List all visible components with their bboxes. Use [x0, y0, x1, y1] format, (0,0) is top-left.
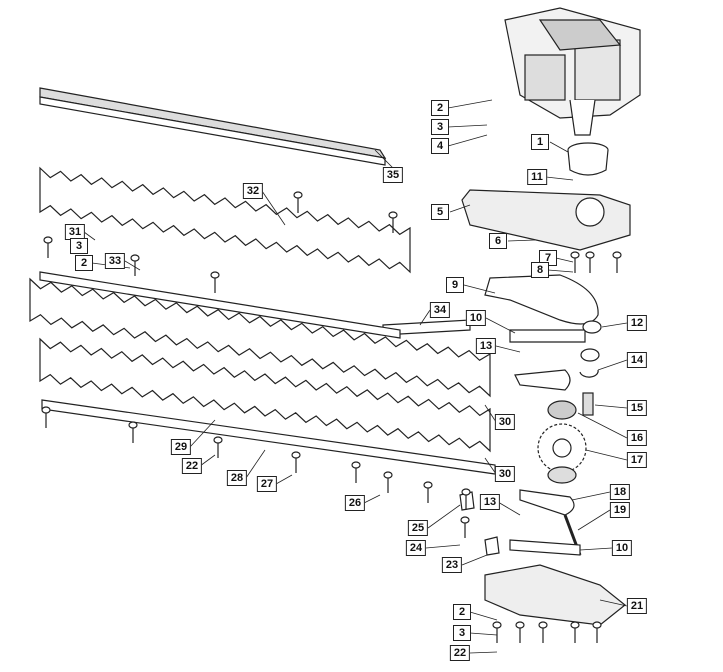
bolt-head — [515, 621, 525, 629]
pinion-part — [582, 392, 594, 416]
bushing-part — [582, 320, 602, 334]
callout-2: 2 — [453, 604, 471, 620]
callout-34: 34 — [429, 302, 451, 318]
bolt-head — [492, 621, 502, 629]
bolt-head — [291, 451, 301, 459]
gear-housing-top — [461, 189, 631, 251]
guide-plate-top — [509, 329, 586, 343]
callout-30: 30 — [494, 414, 516, 430]
callout-3: 3 — [431, 119, 449, 135]
callout-6: 6 — [489, 233, 507, 249]
callout-21: 21 — [626, 598, 648, 614]
callout-2: 2 — [75, 255, 93, 271]
callout-13: 13 — [475, 338, 497, 354]
callout-16: 16 — [626, 430, 648, 446]
bolt-head — [570, 621, 580, 629]
bolt-head — [570, 251, 580, 259]
callout-22: 22 — [181, 458, 203, 474]
callout-27: 27 — [256, 476, 278, 492]
bolt-head — [423, 481, 433, 489]
cup-part — [567, 142, 609, 176]
circlip-part — [579, 369, 599, 378]
callout-13: 13 — [479, 494, 501, 510]
callout-25: 25 — [407, 520, 429, 536]
crank-arm — [514, 369, 571, 391]
bolt-head — [293, 191, 303, 199]
bolt-head — [460, 516, 470, 524]
callout-26: 26 — [344, 495, 366, 511]
bolt-head — [538, 621, 548, 629]
guide-plate-bottom — [509, 539, 581, 556]
bolt-head — [128, 421, 138, 429]
bolt-head — [585, 251, 595, 259]
bolt-head — [210, 271, 220, 279]
callout-17: 17 — [626, 452, 648, 468]
callout-4: 4 — [431, 138, 449, 154]
lower-blade — [39, 337, 491, 453]
callout-33: 33 — [104, 253, 126, 269]
callout-29: 29 — [170, 439, 192, 455]
callout-15: 15 — [626, 400, 648, 416]
gasket-part — [484, 274, 599, 325]
lower-crank — [519, 489, 575, 516]
callout-19: 19 — [609, 502, 631, 518]
callout-3: 3 — [70, 238, 88, 254]
upper-guide-bar — [39, 271, 401, 339]
callout-22: 22 — [449, 645, 471, 661]
bolt-head — [130, 254, 140, 262]
bolt-head — [383, 471, 393, 479]
bolt-head — [351, 461, 361, 469]
bolt-head — [592, 621, 602, 629]
callout-5: 5 — [431, 204, 449, 220]
callout-10: 10 — [465, 310, 487, 326]
callout-11: 11 — [527, 169, 547, 185]
callout-3: 3 — [453, 625, 471, 641]
callout-24: 24 — [405, 540, 427, 556]
blade-rail — [39, 87, 387, 166]
clip-part-2 — [484, 536, 500, 556]
bolt-head — [213, 436, 223, 444]
upper-blade — [39, 166, 411, 274]
washer-part — [547, 400, 577, 420]
callout-30: 30 — [494, 466, 516, 482]
callout-12: 12 — [626, 315, 648, 331]
callout-10: 10 — [611, 540, 633, 556]
bolt-head — [612, 251, 622, 259]
callout-9: 9 — [446, 277, 464, 293]
callout-8: 8 — [531, 262, 549, 278]
callout-18: 18 — [609, 484, 631, 500]
callout-23: 23 — [441, 557, 463, 573]
callout-2: 2 — [431, 100, 449, 116]
callout-28: 28 — [226, 470, 248, 486]
middle-blade — [29, 277, 491, 398]
bolt-head — [461, 488, 471, 496]
callout-14: 14 — [626, 352, 648, 368]
bushing-part-2 — [580, 348, 600, 362]
callout-1: 1 — [531, 134, 549, 150]
callout-32: 32 — [242, 183, 264, 199]
bolt-head — [388, 211, 398, 219]
gear-housing-bottom — [484, 564, 626, 626]
bolt-head — [41, 406, 51, 414]
engine-unit — [504, 7, 641, 136]
callout-35: 35 — [382, 167, 404, 183]
bolt-head — [43, 236, 53, 244]
